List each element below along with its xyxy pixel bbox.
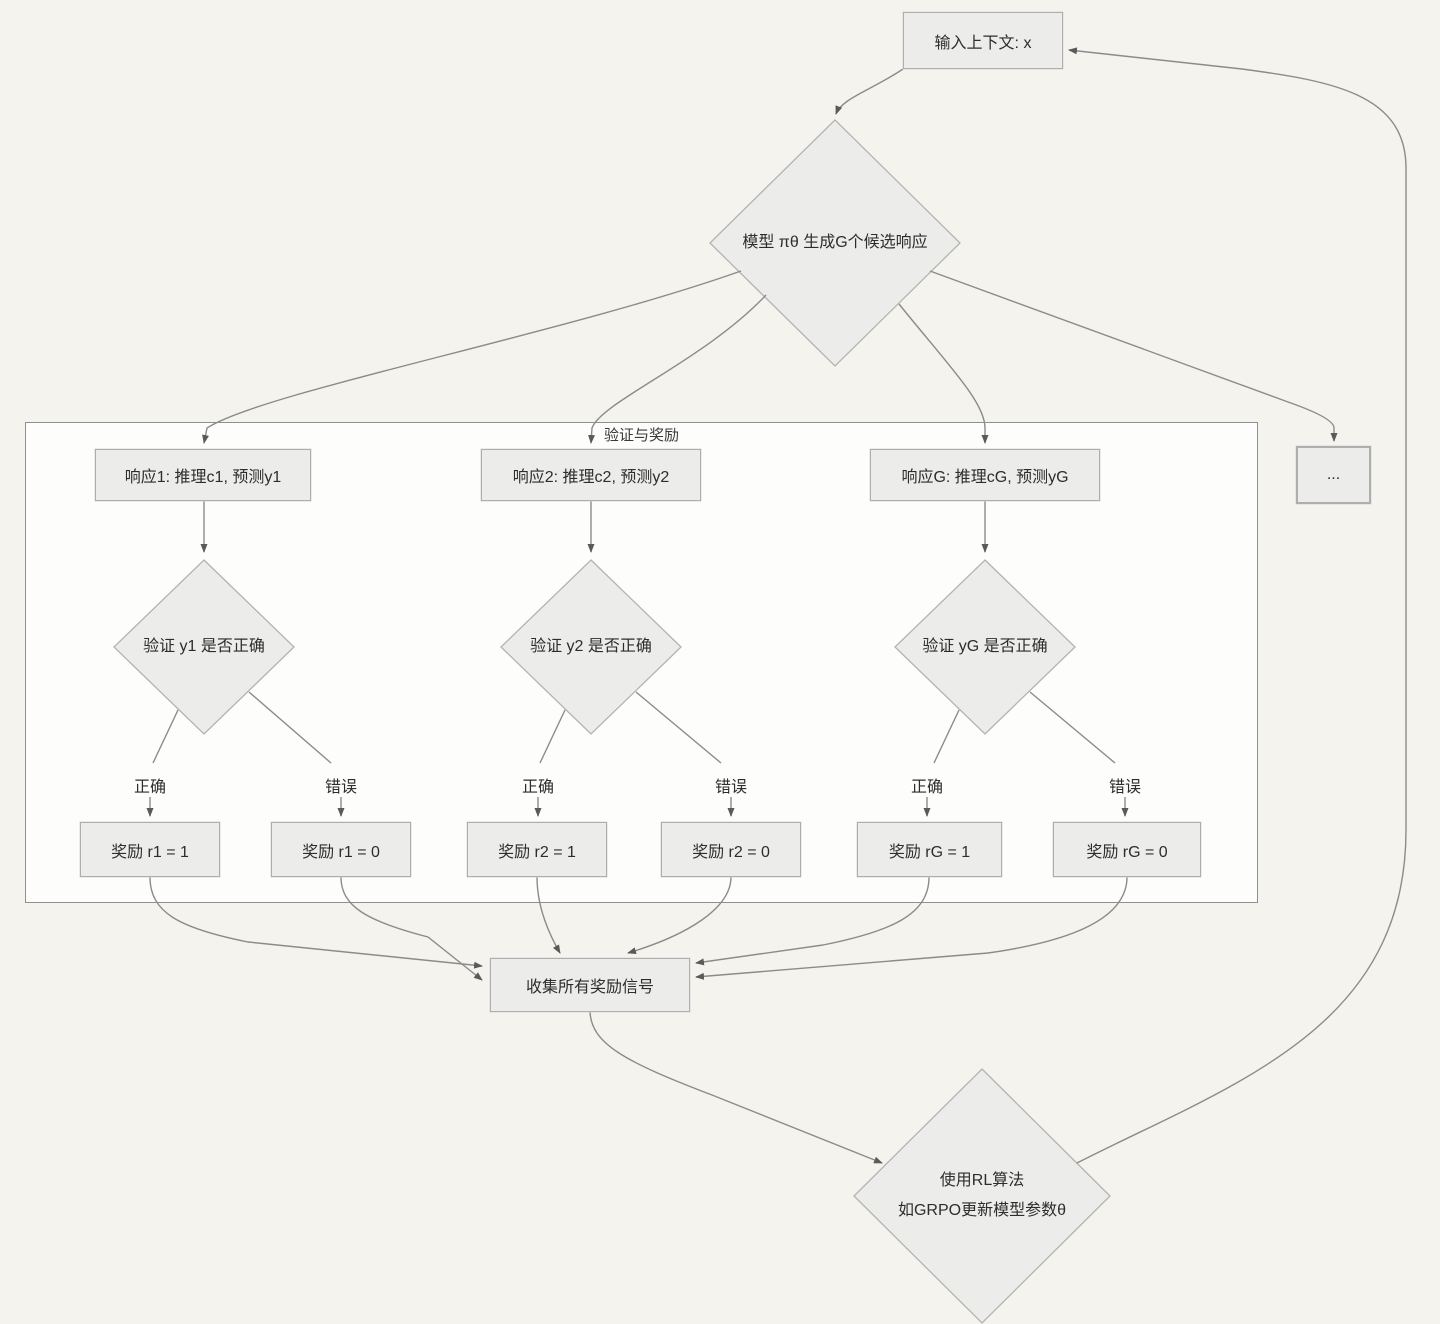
reward-rG-1-node: 奖励 rG = 1 <box>857 822 1002 877</box>
edge-reward10-collect <box>340 876 483 981</box>
edge-rewardG1-collect <box>695 876 930 966</box>
wrong-label-G: 错误 <box>1108 779 1142 796</box>
edge-update-input-loop <box>1068 47 1407 1164</box>
edge-generate-dots <box>929 270 1338 442</box>
edge-generate-response2 <box>588 294 767 444</box>
generate-diamond <box>709 119 961 367</box>
edge-input-generate <box>835 68 904 115</box>
edge-reward20-collect <box>627 876 732 955</box>
ellipsis-node: ... <box>1296 446 1371 504</box>
edge-reward21-collect <box>536 876 561 954</box>
edge-verify1-correct <box>152 709 179 764</box>
edge-generate-responseG <box>898 303 989 444</box>
edge-verifyG-wrong <box>1029 691 1116 764</box>
edge-collect-update <box>589 1009 883 1164</box>
update-diamond <box>853 1068 1111 1324</box>
correct-label-G: 正确 <box>910 779 944 796</box>
response-1-node: 响应1: 推理c1, 预测y1 <box>95 449 311 501</box>
verify-G-diamond <box>894 559 1076 735</box>
response-2-node: 响应2: 推理c2, 预测y2 <box>481 449 701 501</box>
reward-r1-1-node: 奖励 r1 = 1 <box>80 822 220 877</box>
wrong-label-2: 错误 <box>714 779 748 796</box>
wrong-label-1: 错误 <box>324 779 358 796</box>
input-context-node: 输入上下文: x <box>903 12 1063 69</box>
response-G-node: 响应G: 推理cG, 预测yG <box>870 449 1100 501</box>
collect-rewards-node: 收集所有奖励信号 <box>490 958 690 1012</box>
verify-2-label: 验证 y2 是否正确 <box>530 637 652 655</box>
verify-1-diamond <box>113 559 295 735</box>
edge-verifyG-correct <box>933 709 960 764</box>
reward-rG-0-node: 奖励 rG = 0 <box>1053 822 1201 877</box>
verify-2-diamond <box>500 559 682 735</box>
reward-r2-0-node: 奖励 r2 = 0 <box>661 822 801 877</box>
update-diamond-label: 使用RL算法 如GRPO更新模型参数θ <box>852 1160 1112 1232</box>
verify-G-label: 验证 yG 是否正确 <box>922 637 1048 655</box>
edge-rewardG0-collect <box>695 876 1128 980</box>
edge-verify1-wrong <box>248 691 332 764</box>
edge-verify2-correct <box>539 709 566 764</box>
update-line-1: 使用RL算法 <box>939 1171 1025 1189</box>
verification-reward-title: 验证与奖励 <box>603 427 679 444</box>
edge-generate-response1 <box>202 270 742 444</box>
edge-verify2-wrong <box>635 691 722 764</box>
update-line-2: 如GRPO更新模型参数θ <box>897 1202 1067 1219</box>
reward-r1-0-node: 奖励 r1 = 0 <box>271 822 411 877</box>
verify-1-label: 验证 y1 是否正确 <box>143 637 265 655</box>
correct-label-1: 正确 <box>133 779 167 796</box>
generate-diamond-label: 模型 πθ 生成G个候选响应 <box>742 233 928 251</box>
reward-r2-1-node: 奖励 r2 = 1 <box>467 822 607 877</box>
correct-label-2: 正确 <box>521 779 555 796</box>
edge-reward11-collect <box>149 876 483 969</box>
